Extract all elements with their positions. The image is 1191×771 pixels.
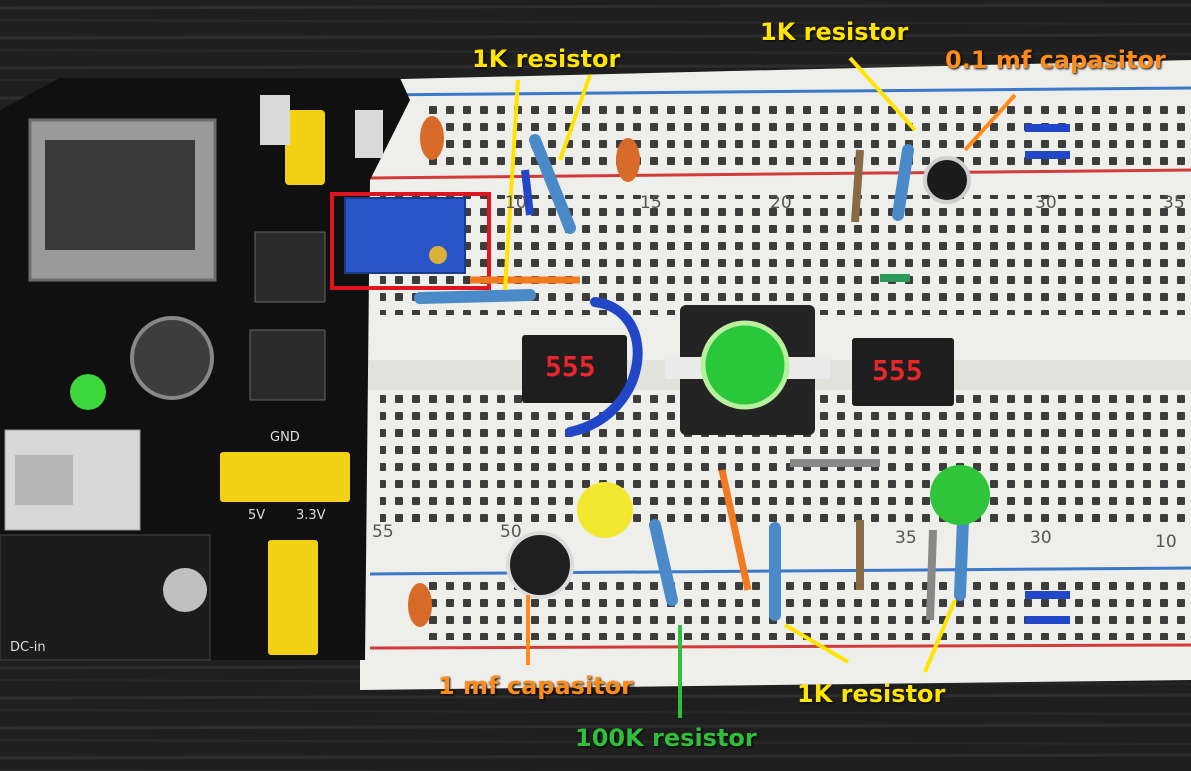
top-jumper bbox=[285, 110, 325, 185]
resistor-pot-series bbox=[414, 289, 536, 304]
gray-wire-bottom bbox=[926, 529, 937, 621]
board-number: 20 bbox=[770, 193, 792, 213]
pointer-1k-bottom-right bbox=[923, 599, 957, 673]
usb-port-inner bbox=[45, 140, 195, 250]
bottom-jumper bbox=[268, 540, 318, 655]
push-button-led bbox=[700, 320, 790, 410]
module-5v-label: 5V bbox=[248, 508, 266, 523]
module-33v-label: 3.3V bbox=[296, 508, 326, 523]
label-100k-resistor: 100K resistor bbox=[575, 724, 757, 752]
power-switch-knob bbox=[15, 455, 73, 505]
brown-wire-top bbox=[851, 149, 864, 223]
board-number: 30 bbox=[1035, 193, 1057, 213]
pointer-1k-bottom-left bbox=[783, 623, 850, 664]
module-dcin-label: DC-in bbox=[10, 640, 46, 655]
module-led bbox=[70, 374, 106, 410]
highlight-box bbox=[330, 192, 491, 290]
capacitor-01mf bbox=[923, 156, 971, 204]
potentiometer-screw bbox=[429, 246, 447, 264]
pointer-1k-top-right bbox=[848, 56, 917, 132]
label-1k-resistor-top-right: 1K resistor bbox=[760, 18, 909, 46]
board-number: 15 bbox=[640, 193, 662, 213]
chip-555-right bbox=[852, 338, 954, 406]
board-number: 10 bbox=[505, 193, 527, 213]
module-capacitor bbox=[130, 316, 214, 400]
board-number: 30 bbox=[1030, 528, 1052, 548]
ceramic-cap-1 bbox=[420, 116, 444, 160]
board-number: 50 bbox=[500, 522, 522, 542]
header-pins-b bbox=[355, 110, 383, 158]
resistor-1k-top-right bbox=[892, 144, 914, 221]
ceramic-cap-3 bbox=[408, 583, 432, 627]
chip-right-label: 555 bbox=[872, 354, 923, 387]
top-red-rail bbox=[369, 168, 1191, 180]
regulator-bottom bbox=[249, 329, 326, 401]
chip-left-label: 555 bbox=[545, 350, 596, 383]
board-number: 35 bbox=[895, 528, 917, 548]
output-jumpers bbox=[220, 452, 350, 502]
top-blue-rail bbox=[369, 86, 1191, 97]
regulator-top bbox=[254, 231, 326, 303]
resistor-100k bbox=[649, 519, 678, 606]
pointer-1k-top-left-b bbox=[558, 74, 592, 161]
potentiometer bbox=[344, 197, 466, 274]
capacitor-1mf bbox=[506, 531, 574, 599]
resistor-1k-bottom-right bbox=[954, 514, 969, 601]
label-1mf-capacitor: 1 mf capasitor bbox=[438, 672, 633, 700]
yellow-led bbox=[577, 482, 633, 538]
orange-wire-bottom bbox=[718, 469, 752, 591]
board-number: 55 bbox=[372, 522, 394, 542]
board-number: 10 bbox=[1155, 532, 1177, 552]
dc-jack-nut bbox=[163, 568, 207, 612]
module-gnd-label: GND bbox=[270, 430, 300, 445]
ceramic-cap-2 bbox=[616, 138, 640, 182]
chip-555-left bbox=[522, 335, 627, 403]
label-01mf-capacitor: 0.1 mf capasitor bbox=[945, 46, 1166, 74]
blue-wire-5 bbox=[521, 169, 534, 216]
blue-jumper-wire bbox=[565, 297, 643, 437]
green-led bbox=[930, 465, 990, 525]
resistor-1k-top-left bbox=[529, 134, 576, 234]
pointer-cap-01 bbox=[963, 93, 1017, 152]
pointer-1k-top-left-a bbox=[503, 79, 520, 291]
header-pins-a bbox=[260, 95, 290, 145]
label-1k-resistor-bottom: 1K resistor bbox=[797, 680, 946, 708]
board-number: 35 bbox=[1163, 193, 1185, 213]
label-1k-resistor-top-left: 1K resistor bbox=[472, 45, 621, 73]
bottom-red-rail bbox=[369, 643, 1191, 650]
